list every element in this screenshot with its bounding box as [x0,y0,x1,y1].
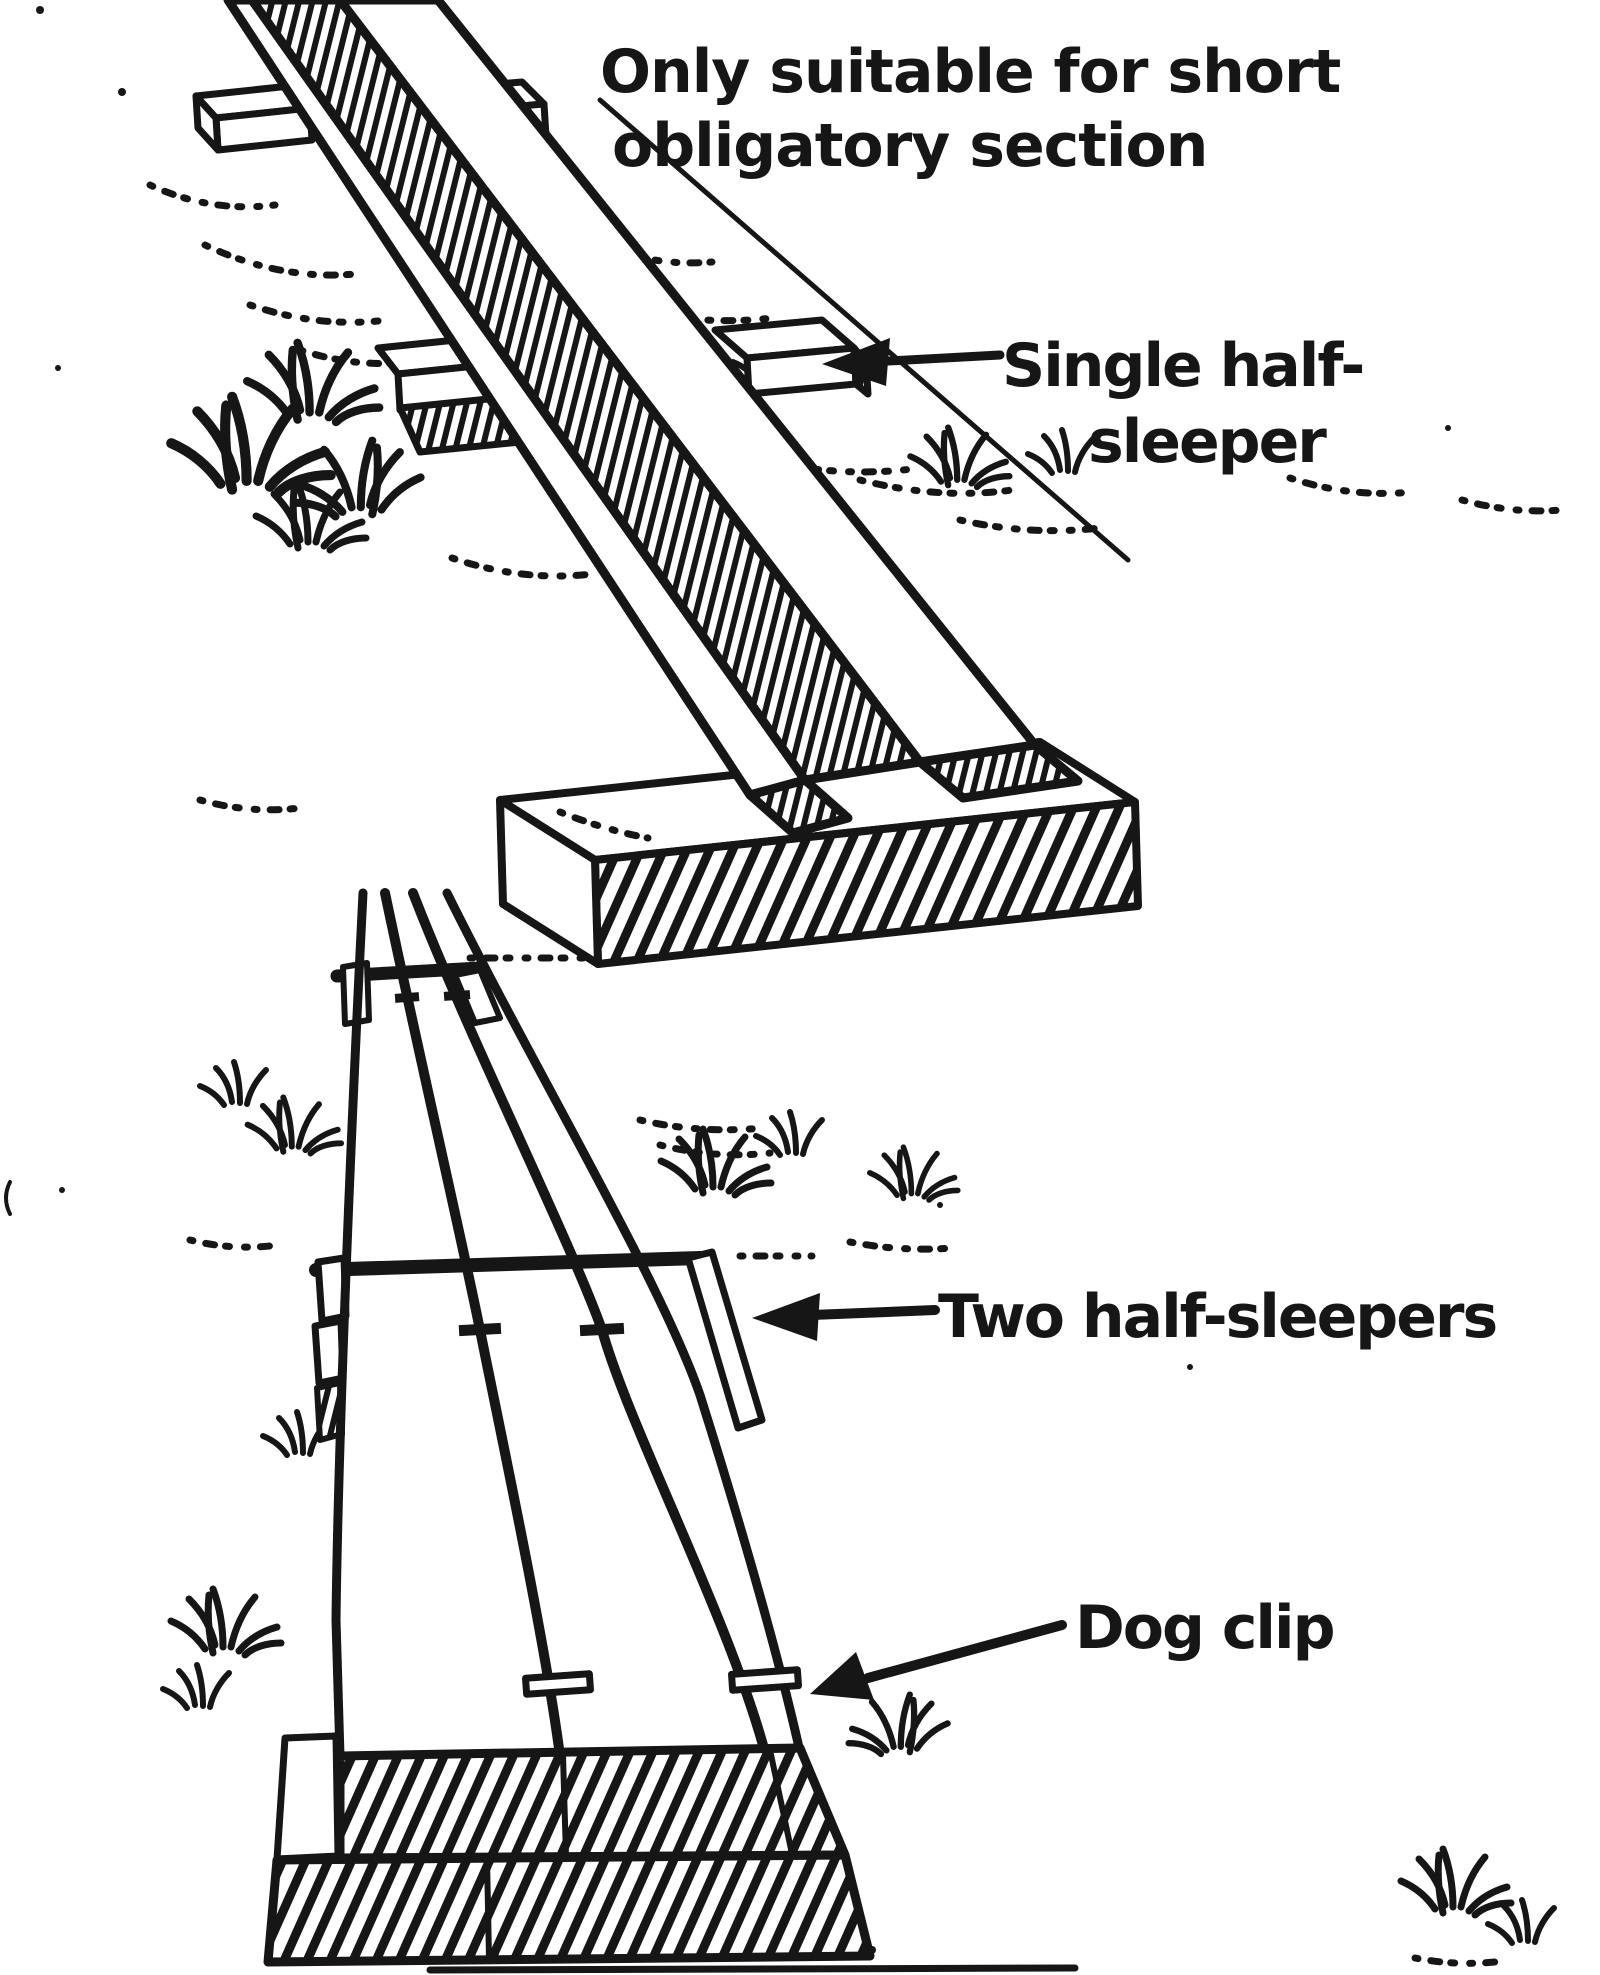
sleeper-seam [560,1753,569,1859]
two-half-sleepers [309,1251,707,1443]
twin-rail-figure: Two half-sleepers Dog clip [4,796,1554,1974]
single-half-sleeper-label-line1: Single half- [1002,331,1363,401]
foreground-sleepers [263,1732,1079,1974]
baulk-end-face-right [915,740,1083,803]
baulk-end-face-left [745,775,853,838]
sleeper-end-block [452,967,503,1026]
arrowhead [810,1652,874,1700]
arrowhead [822,338,890,386]
arrow-to-two-half-sleepers [752,1293,940,1341]
arrow-to-single-half-sleeper [822,338,1005,386]
sleeper-ends-right [684,1248,766,1432]
single-half-sleeper-label-line2: sleeper [1088,407,1327,477]
arrow-to-dog-clip [810,1620,1067,1700]
track-left-edge [331,888,368,1761]
caption-line-2: obligatory section [612,111,1207,181]
track-right-edge [442,888,805,1757]
dog-clip [458,1322,502,1337]
caption-line-1: Only suitable for short [600,37,1341,107]
ground-edge-line [597,97,1131,563]
dog-clip-label: Dog clip [1075,1593,1334,1663]
single-beam-figure: Only suitable for short obligatory secti… [36,0,1566,968]
ground-dots [36,6,1451,431]
arrowhead [752,1293,820,1341]
ground-stipple-2 [186,796,1499,1967]
page-mark [4,1180,12,1216]
timber-baulk [223,0,1083,838]
ground-base-line [426,1964,1079,1974]
dog-clip [728,1666,802,1694]
dog-clip [522,1670,594,1698]
sleeper-end-white [273,1732,342,1863]
dog-clip [579,1322,625,1337]
dog-clips [394,990,802,1698]
dog-clip [394,992,420,1003]
dog-clip [443,990,471,1001]
sleeper-seam [767,1747,795,1857]
long-sleeper-front [263,1850,875,1967]
half-sleepers-front [335,1743,850,1863]
sleeper-seam [484,1855,492,1961]
two-half-sleepers-label: Two half-sleepers [938,1282,1496,1352]
